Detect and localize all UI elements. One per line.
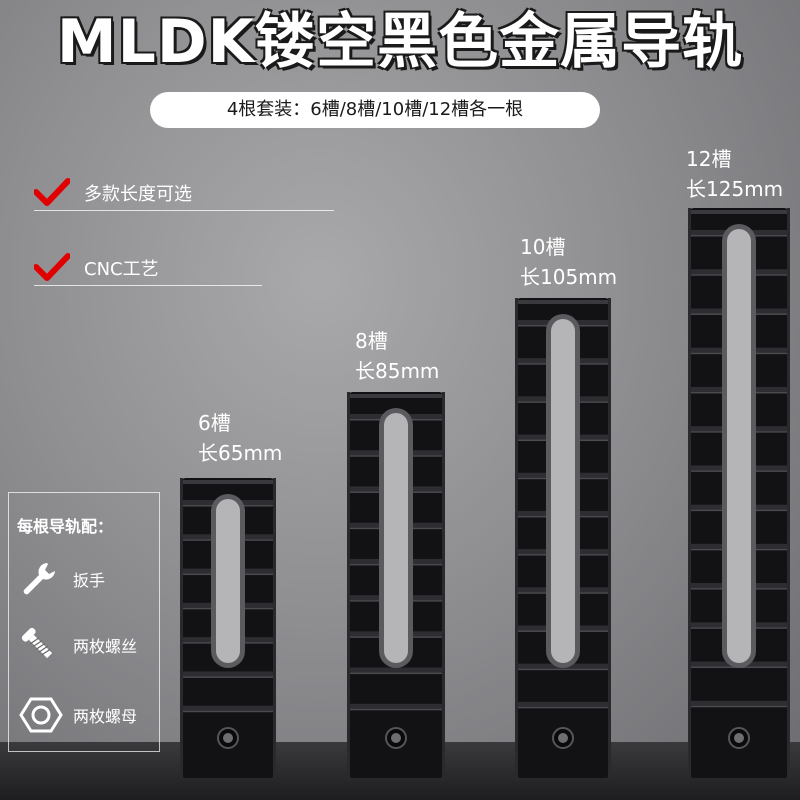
rail-label-12: 12槽 长125mm bbox=[686, 144, 783, 204]
accessory-item: 扳手 bbox=[19, 555, 157, 601]
accessories-box: 每根导轨配： 扳手 两枚螺丝 两枚螺母 bbox=[8, 492, 160, 752]
rail-8-slot bbox=[347, 392, 445, 778]
feature-text: 多款长度可选 bbox=[84, 184, 192, 205]
screw-icon bbox=[21, 627, 53, 659]
accessory-label: 两枚螺丝 bbox=[73, 637, 138, 656]
wrench-icon bbox=[23, 563, 55, 595]
rail-length: 长65mm bbox=[198, 441, 283, 465]
rail-6-slot bbox=[180, 478, 276, 778]
rail-length: 长105mm bbox=[520, 265, 618, 289]
accessories-title: 每根导轨配： bbox=[17, 517, 114, 536]
rail-label-10: 10槽 长105mm bbox=[520, 232, 617, 292]
red-check-icon bbox=[34, 253, 70, 281]
accessory-label: 扳手 bbox=[73, 571, 106, 590]
subtitle-banner: 4根套装：6槽/8槽/10槽/12槽各一根 bbox=[150, 92, 600, 128]
rail-length: 长125mm bbox=[686, 177, 784, 201]
rail-12-slot bbox=[688, 208, 790, 778]
hex-nut-icon bbox=[19, 697, 63, 733]
rail-slot-count: 12槽 bbox=[686, 147, 732, 171]
feature-item: CNC工艺 bbox=[34, 251, 262, 286]
rail-slot-count: 10槽 bbox=[520, 235, 566, 259]
rail-slot-count: 8槽 bbox=[355, 329, 388, 353]
accessory-label: 两枚螺母 bbox=[73, 707, 138, 726]
red-check-icon bbox=[34, 178, 70, 206]
page-title: MLDK镂空黑色金属导轨 bbox=[56, 7, 744, 77]
feature-item: 多款长度可选 bbox=[34, 176, 334, 211]
rail-10-slot bbox=[515, 298, 611, 778]
accessory-item: 两枚螺丝 bbox=[19, 621, 157, 667]
rail-label-6: 6槽 长65mm bbox=[198, 408, 282, 468]
rail-length: 长85mm bbox=[355, 359, 440, 383]
rail-label-8: 8槽 长85mm bbox=[355, 326, 439, 386]
feature-text: CNC工艺 bbox=[84, 259, 159, 280]
accessory-item: 两枚螺母 bbox=[19, 691, 157, 737]
rail-slot-count: 6槽 bbox=[198, 411, 231, 435]
